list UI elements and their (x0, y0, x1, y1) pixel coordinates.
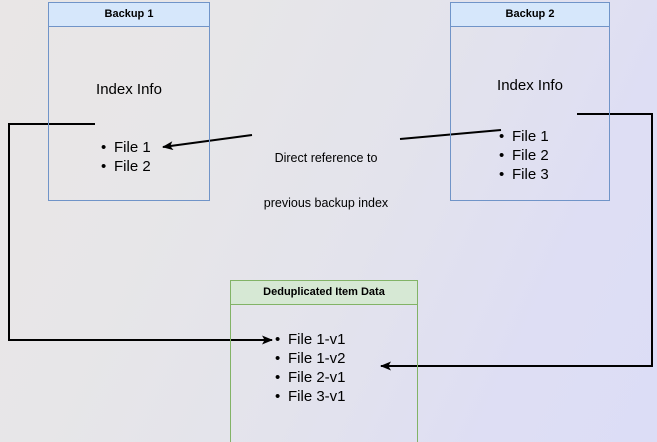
node-deduplicated-item-data[interactable]: Deduplicated Item Data File 1-v1 File 1-… (230, 280, 418, 442)
list-item: File 1 (101, 138, 151, 157)
list-item: File 1-v1 (275, 330, 346, 349)
node-backup-1[interactable]: Backup 1 Index Info File 1 File 2 (48, 2, 210, 201)
list-item: File 3 (499, 165, 549, 184)
list-item: File 2-v1 (275, 368, 346, 387)
list-item: File 1 (499, 127, 549, 146)
backup-1-file-list: File 1 File 2 (101, 138, 151, 176)
node-backup-2-body: Index Info File 1 File 2 File 3 (450, 26, 610, 201)
list-item: File 3-v1 (275, 387, 346, 406)
backup-2-index-info-label: Index Info (497, 77, 563, 94)
edge-label-direct-reference: Direct reference to previous backup inde… (248, 121, 404, 241)
list-item: File 1-v2 (275, 349, 346, 368)
dedup-file-list: File 1-v1 File 1-v2 File 2-v1 File 3-v1 (275, 330, 346, 406)
node-backup-2[interactable]: Backup 2 Index Info File 1 File 2 File 3 (450, 2, 610, 201)
node-backup-2-header: Backup 2 (450, 2, 610, 26)
backup-1-index-info-label: Index Info (96, 81, 162, 98)
node-backup-1-body: Index Info File 1 File 2 (48, 26, 210, 201)
node-dedup-header: Deduplicated Item Data (230, 280, 418, 304)
edge-label-line-2: previous backup index (263, 196, 389, 210)
list-item: File 2 (499, 146, 549, 165)
backup-2-file-list: File 1 File 2 File 3 (499, 127, 549, 184)
node-backup-1-header: Backup 1 (48, 2, 210, 26)
list-item: File 2 (101, 157, 151, 176)
node-dedup-body: File 1-v1 File 1-v2 File 2-v1 File 3-v1 (230, 304, 418, 442)
edge-label-line-1: Direct reference to (274, 151, 378, 165)
